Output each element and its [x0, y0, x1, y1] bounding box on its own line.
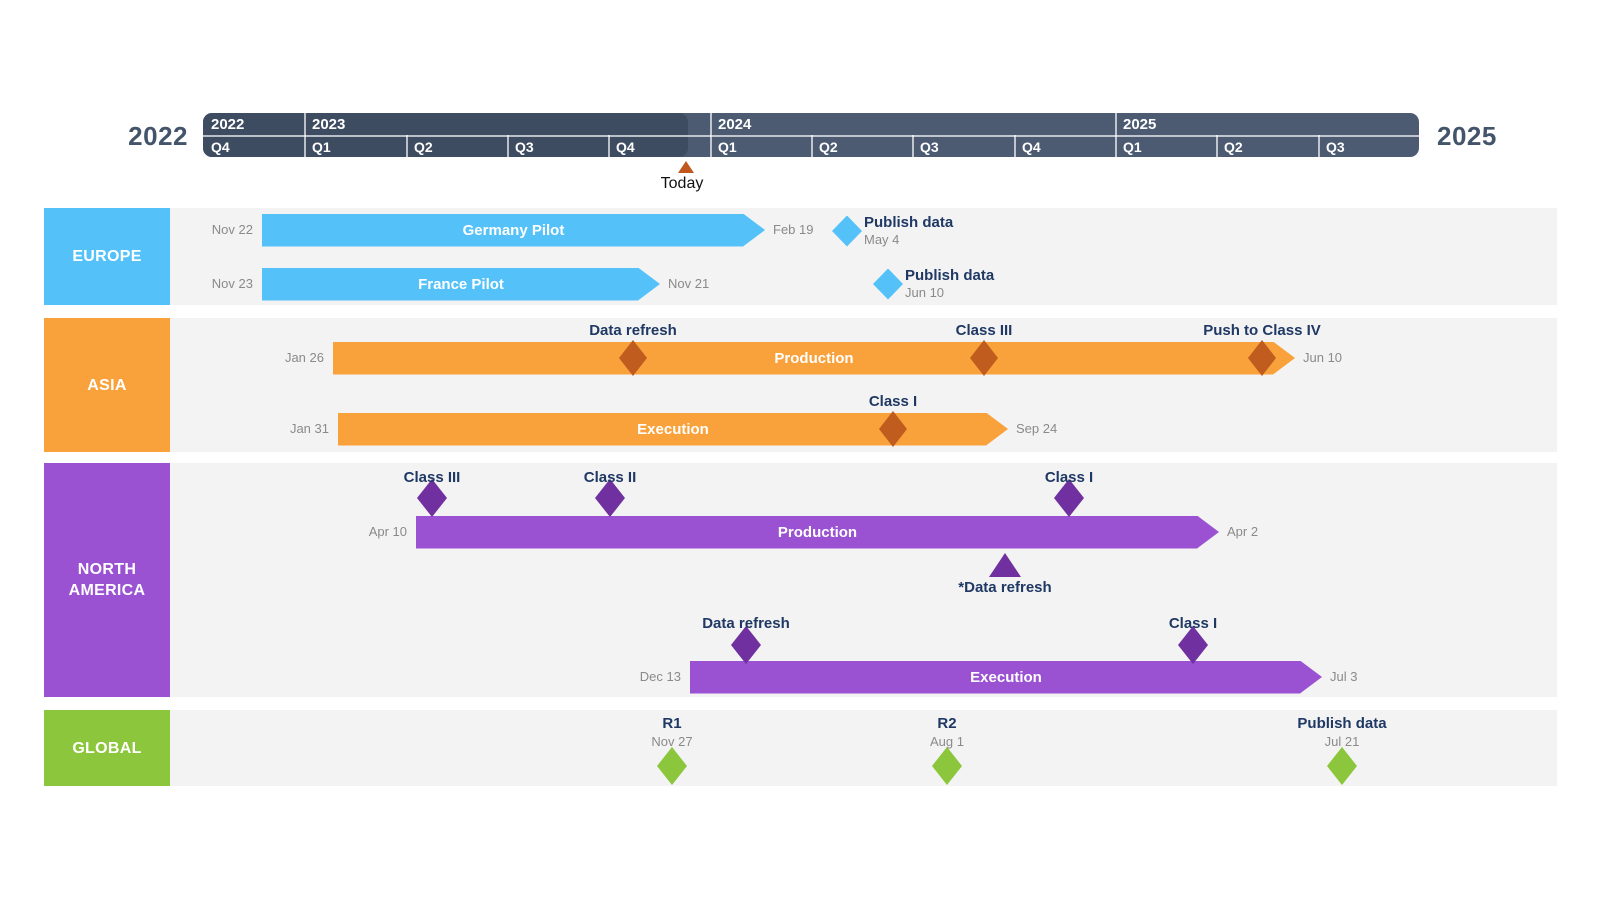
milestone-title: Class II [583, 469, 637, 486]
milestone-title: Class I [1044, 469, 1094, 486]
milestone-title: Publish data [1297, 715, 1387, 732]
header-quarter-cell: Q3 [1326, 139, 1345, 155]
today-label: Today [660, 175, 704, 192]
header-year-cell: 2025 [1123, 116, 1157, 133]
milestone-title: Class III [955, 322, 1013, 339]
bar-label: Execution [970, 668, 1042, 686]
header-quarter-divider [608, 135, 610, 157]
header-quarter-cell: Q4 [1022, 139, 1041, 155]
bar-production[interactable]: Production [333, 342, 1295, 375]
header-quarter-cell: Q3 [920, 139, 939, 155]
milestone-date: Jul 21 [1324, 734, 1360, 749]
header-quarter-cell: Q2 [819, 139, 838, 155]
header-quarter-cell: Q4 [211, 139, 230, 155]
header-year-divider [1115, 113, 1117, 157]
bar-label: France Pilot [418, 275, 504, 293]
bar-end-date: Sep 24 [1016, 421, 1058, 436]
header-quarter-cell: Q2 [414, 139, 433, 155]
bar-end-date: Nov 21 [668, 276, 710, 291]
bar-start-date: Nov 23 [211, 276, 253, 291]
bar-end-date: Apr 2 [1227, 524, 1259, 539]
big-year-left-label: 2022 [128, 121, 188, 151]
header-quarter-cell: Q1 [718, 139, 737, 155]
bar-start-date: Jan 26 [284, 350, 324, 365]
lane-north-america-label[interactable]: NORTH AMERICA [44, 463, 170, 697]
bar-label: Germany Pilot [462, 221, 565, 239]
header-quarter-cell: Q1 [1123, 139, 1142, 155]
header-quarter-divider [811, 135, 813, 157]
header-quarter-divider [1216, 135, 1218, 157]
lane-global-row [44, 710, 1557, 786]
bar-end-date: Feb 19 [773, 222, 814, 237]
big-year-right-label: 2025 [1437, 121, 1497, 151]
header-year-cell: 2023 [312, 116, 346, 133]
milestone-date: Jun 10 [905, 285, 945, 300]
bar-label: Production [777, 523, 858, 541]
header-quarter-divider [1014, 135, 1016, 157]
milestone-title: Push to Class IV [1203, 322, 1321, 339]
bar-start-date: Nov 22 [211, 222, 253, 237]
header-quarter-divider [507, 135, 509, 157]
header-quarter-cell: Q4 [616, 139, 635, 155]
milestone-title: Data refresh [702, 615, 790, 632]
header-quarter-cell: Q1 [312, 139, 331, 155]
header-year-cell: 2022 [211, 116, 245, 133]
milestone-date: May 4 [864, 232, 900, 247]
bar-label: Execution [637, 420, 709, 438]
bar-end-date: Jul 3 [1330, 669, 1358, 684]
bar-germany-pilot[interactable]: Germany Pilot [262, 214, 765, 247]
milestone-title: Data refresh [589, 322, 677, 339]
today-marker-icon [678, 161, 694, 173]
header-quarter-cell: Q2 [1224, 139, 1243, 155]
header-year-cell: 2024 [718, 116, 752, 133]
header-quarter-cell: Q3 [515, 139, 534, 155]
header-year-divider [304, 113, 306, 157]
bar-start-date: Apr 10 [368, 524, 407, 539]
milestone-title: Publish data [864, 214, 954, 231]
header-quarter-divider [1318, 135, 1320, 157]
bar-execution[interactable]: Execution [690, 661, 1322, 694]
milestone-title: Class III [403, 469, 461, 486]
milestone-title: R2 [937, 715, 957, 732]
milestone-data-refresh-icon[interactable] [989, 553, 1021, 577]
bar-production[interactable]: Production [416, 516, 1219, 549]
lane-global-label[interactable]: GLOBAL [44, 710, 170, 786]
bar-end-date: Jun 10 [1303, 350, 1343, 365]
bar-execution[interactable]: Execution [338, 413, 1008, 446]
milestone-title: Publish data [905, 267, 995, 284]
milestone-title: Class I [868, 393, 918, 410]
milestone-title: *Data refresh [958, 579, 1052, 596]
milestone-title: Class I [1168, 615, 1218, 632]
milestone-title: R1 [662, 715, 682, 732]
lane-north-america-row [44, 463, 1557, 697]
header-quarter-divider [406, 135, 408, 157]
milestone-date: Nov 27 [651, 734, 693, 749]
lane-asia-label[interactable]: ASIA [44, 318, 170, 452]
lane-europe-label[interactable]: EUROPE [44, 208, 170, 305]
header-year-divider [710, 113, 712, 157]
header-quarter-divider [912, 135, 914, 157]
bar-start-date: Jan 31 [289, 421, 329, 436]
bar-start-date: Dec 13 [639, 669, 681, 684]
bar-label: Production [774, 349, 854, 367]
bar-france-pilot[interactable]: France Pilot [262, 268, 660, 301]
milestone-date: Aug 1 [930, 734, 964, 749]
